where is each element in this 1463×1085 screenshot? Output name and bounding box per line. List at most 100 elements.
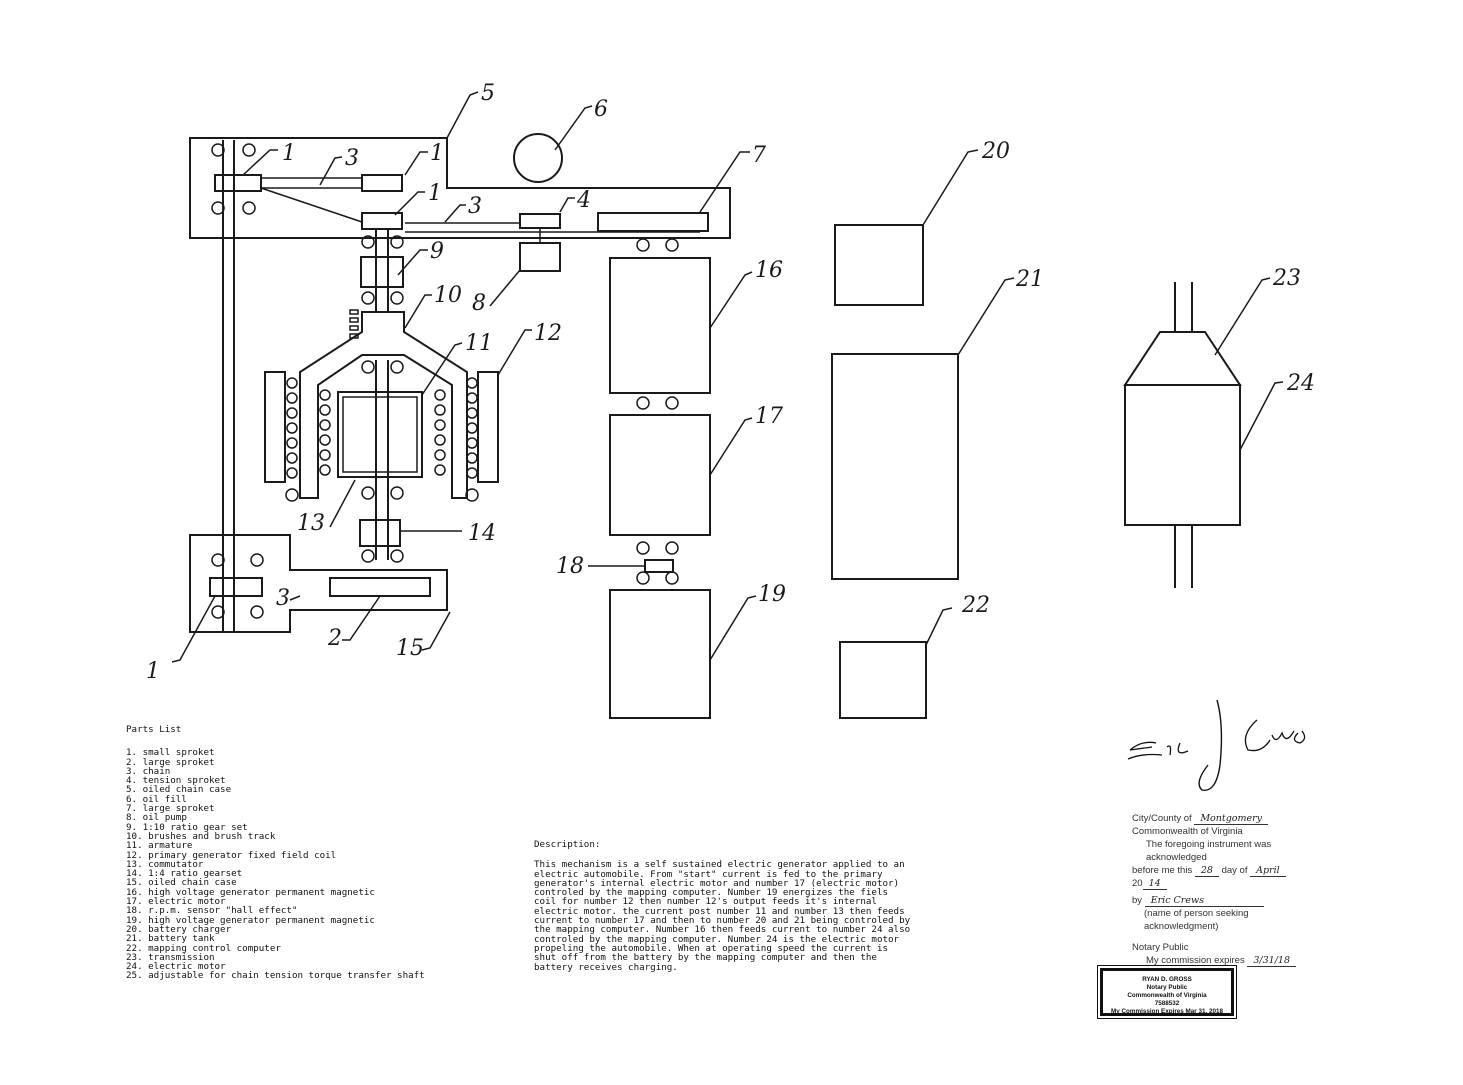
parts-list-items: 1. small sproket 2. large sproket 3. cha… bbox=[126, 747, 425, 982]
notary-expires: My commission expires 3/31/18 bbox=[1132, 954, 1312, 967]
label-18: 18 bbox=[556, 554, 584, 579]
armature-inner bbox=[342, 396, 418, 473]
parts-list-item: 17. electric motor bbox=[126, 896, 226, 908]
brush-tab bbox=[349, 309, 359, 315]
label-21: 21 bbox=[1015, 267, 1044, 292]
stamp-line: 7588532 bbox=[1154, 1000, 1180, 1007]
parts-list-item: 24. electric motor bbox=[126, 961, 226, 973]
label-20: 20 bbox=[981, 139, 1010, 164]
label-1-center: 1 bbox=[428, 181, 442, 206]
stamp-line: My Commission Expires Mar 31, 2018 bbox=[1111, 1008, 1223, 1015]
bearing bbox=[361, 291, 375, 305]
label-1-top-center: 1 bbox=[430, 141, 444, 166]
small-sproket-center bbox=[361, 212, 403, 230]
field-coil-right bbox=[477, 371, 499, 483]
parts-list-item: 19. high voltage generator permanent mag… bbox=[126, 914, 375, 926]
coil-windings-left bbox=[286, 377, 331, 479]
chain-diag bbox=[260, 187, 363, 223]
parts-list-item: 15. oiled chain case bbox=[126, 877, 237, 889]
oil-pump bbox=[519, 242, 561, 272]
parts-list-item: 13. commutator bbox=[126, 858, 204, 870]
bearing bbox=[465, 488, 479, 502]
label-16: 16 bbox=[755, 258, 783, 283]
leader-lines bbox=[171, 91, 1284, 663]
parts-list-item: 25. adjustable for chain tension torque … bbox=[126, 970, 425, 982]
notary-county: City/County of Montgomery bbox=[1132, 812, 1312, 825]
field-coil-left bbox=[264, 371, 286, 483]
brush-tab bbox=[349, 333, 359, 339]
parts-list-item: 8. oil pump bbox=[126, 812, 187, 824]
label-12: 12 bbox=[534, 321, 562, 346]
brush-tab bbox=[349, 317, 359, 323]
label-13: 13 bbox=[297, 511, 325, 536]
parts-list-item: 14. 1:4 ratio gearset bbox=[126, 868, 243, 880]
label-22: 22 bbox=[961, 593, 990, 618]
bearing bbox=[665, 238, 679, 252]
label-2: 2 bbox=[327, 626, 342, 651]
label-4: 4 bbox=[576, 188, 591, 213]
label-8: 8 bbox=[472, 291, 486, 316]
rpm-sensor bbox=[644, 559, 674, 573]
label-6: 6 bbox=[594, 97, 608, 122]
bearing bbox=[390, 291, 404, 305]
parts-list-item: 22. mapping control computer bbox=[126, 942, 281, 954]
armature bbox=[337, 391, 423, 478]
coil-windings-right bbox=[434, 377, 478, 479]
label-9: 9 bbox=[430, 239, 444, 264]
label-11: 11 bbox=[465, 331, 493, 356]
notary-public: Notary Public bbox=[1132, 942, 1189, 953]
parts-list-item: 7. large sproket bbox=[126, 803, 215, 815]
description-title: Description: bbox=[534, 839, 601, 850]
hv-generator-16 bbox=[609, 257, 711, 394]
bearing bbox=[285, 488, 299, 502]
notary-block: City/County of Montgomery Commonwealth o… bbox=[1132, 812, 1312, 967]
bearing bbox=[211, 605, 225, 619]
bearing bbox=[242, 143, 256, 157]
parts-list-item: 4. tension sproket bbox=[126, 775, 226, 787]
parts-list-item: 21. battery tank bbox=[126, 933, 215, 945]
gearset-1-4 bbox=[359, 519, 401, 547]
parts-list-item: 9. 1:10 ratio gear set bbox=[126, 821, 248, 833]
parts-list-item: 5. oiled chain case bbox=[126, 784, 232, 796]
label-14: 14 bbox=[468, 521, 496, 546]
brush-tab bbox=[349, 325, 359, 331]
bearing bbox=[211, 553, 225, 567]
battery-charger bbox=[834, 224, 924, 306]
bearing bbox=[390, 486, 404, 500]
stamp-line: RYAN D. GROSS bbox=[1142, 976, 1192, 983]
parts-list: Parts List 1. small sproket 2. large spr… bbox=[126, 725, 425, 981]
bearing bbox=[242, 201, 256, 215]
mapping-computer bbox=[839, 641, 927, 719]
parts-list-item: 10. brushes and brush track bbox=[126, 830, 276, 842]
small-sproket-bottom-left bbox=[209, 577, 263, 597]
parts-list-item: 12. primary generator fixed field coil bbox=[126, 849, 337, 861]
parts-list-item: 18. r.p.m. sensor "hall effect" bbox=[126, 905, 298, 917]
notary-stamp: RYAN D. GROSS Notary Public Commonwealth… bbox=[1097, 965, 1237, 1019]
label-3-mid: 3 bbox=[468, 194, 482, 219]
label-1-top-left: 1 bbox=[282, 141, 296, 166]
parts-list-item: 1. small sproket bbox=[126, 747, 215, 759]
bearing bbox=[636, 396, 650, 410]
parts-list-item: 11. armature bbox=[126, 840, 193, 852]
bearing bbox=[636, 571, 650, 585]
label-23: 23 bbox=[1272, 266, 1301, 291]
description-block: Description: This mechanism is a self su… bbox=[534, 840, 914, 972]
bearing bbox=[250, 553, 264, 567]
bearing bbox=[390, 235, 404, 249]
bearing bbox=[361, 549, 375, 563]
notary-name-note: (name of person seeking acknowledgment) bbox=[1144, 908, 1249, 932]
small-sproket-top-left bbox=[214, 174, 262, 192]
label-15: 15 bbox=[396, 636, 424, 661]
label-17: 17 bbox=[755, 404, 783, 429]
oil-fill bbox=[513, 133, 563, 183]
label-5: 5 bbox=[481, 81, 495, 106]
bearing bbox=[390, 549, 404, 563]
brush-housing bbox=[299, 311, 468, 499]
small-sproket-top-center bbox=[361, 174, 403, 192]
label-7: 7 bbox=[752, 143, 766, 168]
parts-list-item: 23. transmission bbox=[126, 951, 215, 963]
parts-list-item: 16. high voltage generator permanent mag… bbox=[126, 886, 375, 898]
bearing bbox=[636, 541, 650, 555]
